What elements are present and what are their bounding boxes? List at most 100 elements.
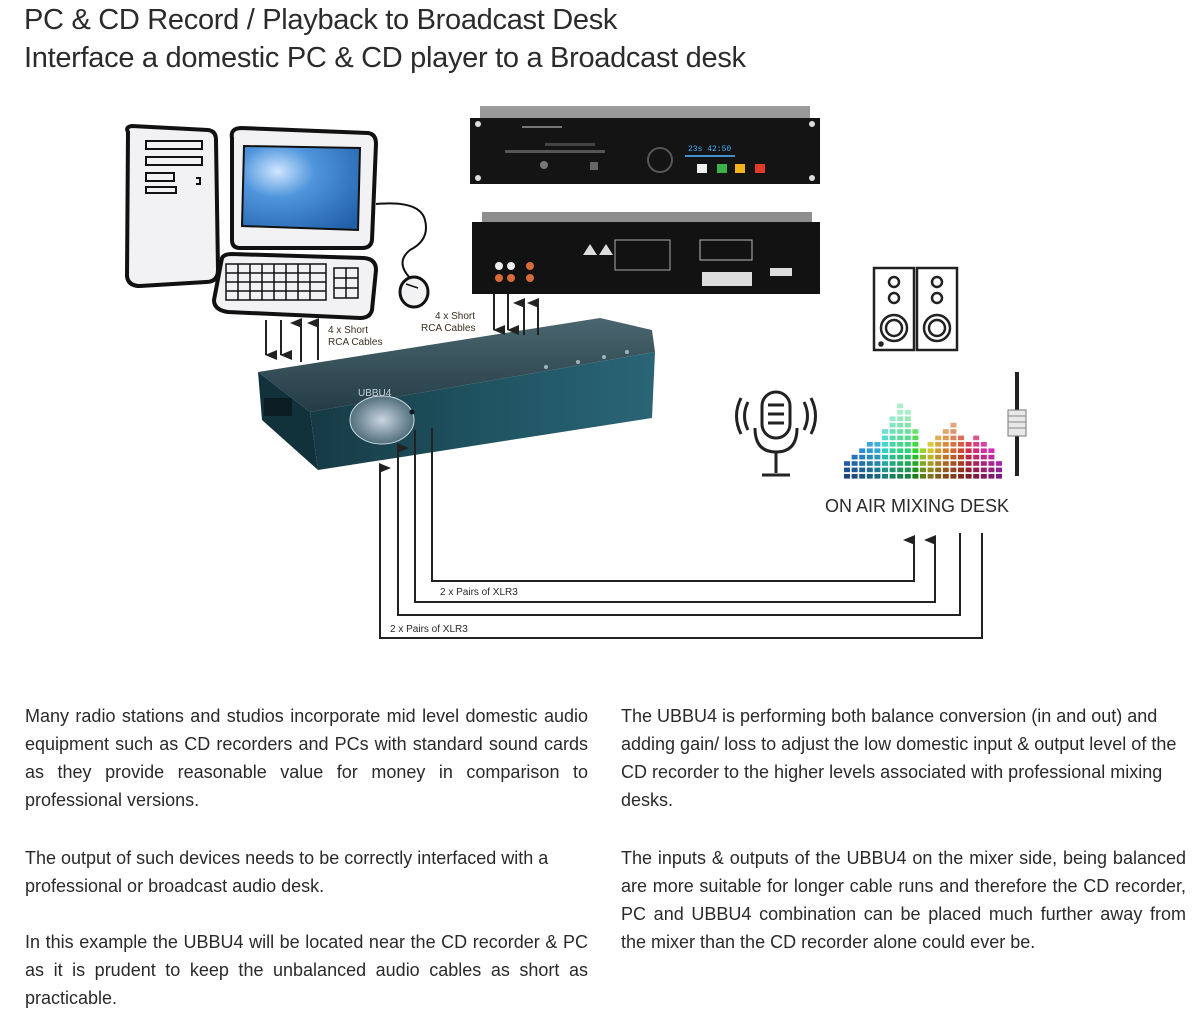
equalizer-bar-segment	[965, 454, 972, 460]
equalizer-bar-segment	[950, 448, 957, 453]
equalizer-bar-segment	[927, 442, 934, 447]
equalizer-bar-segment	[904, 467, 911, 473]
equalizer-bar-segment	[942, 429, 949, 434]
equalizer-bar-segment	[958, 454, 964, 460]
equalizer-bar-segment	[912, 429, 919, 434]
equalizer-bar-segment	[866, 467, 873, 473]
equalizer-bar-segment	[958, 435, 964, 441]
equalizer-bar-segment	[965, 442, 972, 447]
equalizer-bar-segment	[996, 474, 1002, 479]
equalizer-bar-segment	[844, 474, 850, 479]
equalizer-bar-segment	[973, 442, 980, 447]
equalizer-bar-segment	[851, 467, 858, 473]
microphone-icon	[735, 390, 817, 477]
equalizer-bar-segment	[859, 467, 866, 473]
body-paragraph: The inputs & outputs of the UBBU4 on the…	[621, 848, 1186, 952]
equalizer-bar-segment	[859, 454, 866, 460]
equalizer-bar-segment	[920, 474, 926, 479]
equalizer-bar-segment	[973, 454, 980, 460]
equalizer-bar-segment	[897, 435, 904, 441]
equalizer-bar-segment	[988, 467, 995, 473]
equalizer-bar-segment	[851, 474, 858, 479]
equalizer-bar-segment	[980, 461, 987, 466]
svg-text:23s 42:50: 23s 42:50	[688, 145, 731, 154]
equalizer-bar-segment	[912, 467, 919, 473]
pc-rca-cables	[265, 318, 319, 362]
equalizer-bar-segment	[927, 454, 934, 460]
equalizer-bar-segment	[897, 422, 904, 428]
mixing-desk-label: ON AIR MIXING DESK	[825, 496, 1010, 516]
equalizer-bar-segment	[942, 435, 949, 441]
equalizer-bar-segment	[950, 442, 957, 447]
equalizer-bar-segment	[874, 442, 881, 447]
equalizer-bar-segment	[882, 442, 888, 447]
pc-cable-label-line1: 4 x Short	[328, 325, 369, 336]
pc-monitor-icon	[229, 125, 427, 279]
equalizer-bar-segment	[882, 454, 888, 460]
cd-cable-label: 4 x Short RCA Cables	[421, 311, 475, 335]
equalizer-bar-segment	[980, 448, 987, 453]
equalizer-bar-segment	[889, 442, 896, 447]
equalizer-bar-segment	[912, 474, 919, 479]
pc-mouse-icon	[398, 275, 430, 309]
equalizer-bar-segment	[866, 454, 873, 460]
equalizer-bar-segment	[927, 467, 934, 473]
equalizer-bar-segment	[950, 454, 957, 460]
equalizer-bar-segment	[958, 448, 964, 453]
equalizer-bar-segment	[882, 429, 888, 434]
equalizer-bar-segment	[980, 474, 987, 479]
equalizer-bar-segment	[882, 474, 888, 479]
equalizer-bar-segment	[950, 422, 957, 428]
cd-cable-label-line2: RCA Cables	[421, 323, 476, 334]
equalizer-bar-segment	[874, 461, 881, 466]
equalizer-bar-segment	[996, 467, 1002, 473]
equalizer-bar-segment	[935, 454, 942, 460]
equalizer-bar-segment	[942, 454, 949, 460]
equalizer-bar-segment	[904, 448, 911, 453]
equalizer-bar-segment	[942, 474, 949, 479]
fader-icon	[1007, 372, 1027, 476]
xlr-cables	[379, 428, 983, 639]
equalizer-bar-segment	[942, 448, 949, 453]
equalizer-bar-segment	[897, 467, 904, 473]
equalizer-bar-segment	[866, 442, 873, 447]
equalizer-icon	[844, 403, 1002, 479]
equalizer-bar-segment	[958, 442, 964, 447]
equalizer-bar-segment	[889, 429, 896, 434]
equalizer-bar-segment	[965, 448, 972, 453]
equalizer-bar-segment	[904, 422, 911, 428]
equalizer-bar-segment	[889, 474, 896, 479]
pc-cable-label: 4 x Short RCA Cables	[328, 325, 382, 349]
equalizer-bar-segment	[920, 461, 926, 466]
equalizer-bar-segment	[927, 461, 934, 466]
equalizer-bar-segment	[851, 461, 858, 466]
body-paragraph: The UBBU4 is performing both balance con…	[621, 706, 1177, 810]
equalizer-bar-segment	[942, 442, 949, 447]
equalizer-bar-segment	[859, 461, 866, 466]
page-subtitle: Interface a domestic PC & CD player to a…	[24, 42, 746, 74]
connection-diagram: 23s 42:50 UBBU4	[124, 106, 1027, 639]
equalizer-bar-segment	[904, 429, 911, 434]
equalizer-bar-segment	[912, 454, 919, 460]
equalizer-bar-segment	[912, 435, 919, 441]
equalizer-bar-segment	[935, 448, 942, 453]
equalizer-bar-segment	[927, 448, 934, 453]
equalizer-bar-segment	[897, 461, 904, 466]
pc-cable-label-line2: RCA Cables	[328, 337, 383, 348]
equalizer-bar-segment	[844, 467, 850, 473]
equalizer-bar-segment	[980, 454, 987, 460]
equalizer-bar-segment	[958, 474, 964, 479]
equalizer-bar-segment	[935, 461, 942, 466]
pc-keyboard-icon	[211, 251, 379, 321]
equalizer-bar-segment	[965, 467, 972, 473]
equalizer-bar-segment	[973, 448, 980, 453]
equalizer-bar-segment	[950, 429, 957, 434]
equalizer-bar-segment	[844, 461, 850, 466]
equalizer-bar-segment	[897, 403, 904, 409]
equalizer-bar-segment	[866, 474, 873, 479]
equalizer-bar-segment	[920, 467, 926, 473]
equalizer-bar-segment	[988, 454, 995, 460]
equalizer-bar-segment	[882, 467, 888, 473]
equalizer-bar-segment	[897, 429, 904, 434]
equalizer-bar-segment	[904, 442, 911, 447]
